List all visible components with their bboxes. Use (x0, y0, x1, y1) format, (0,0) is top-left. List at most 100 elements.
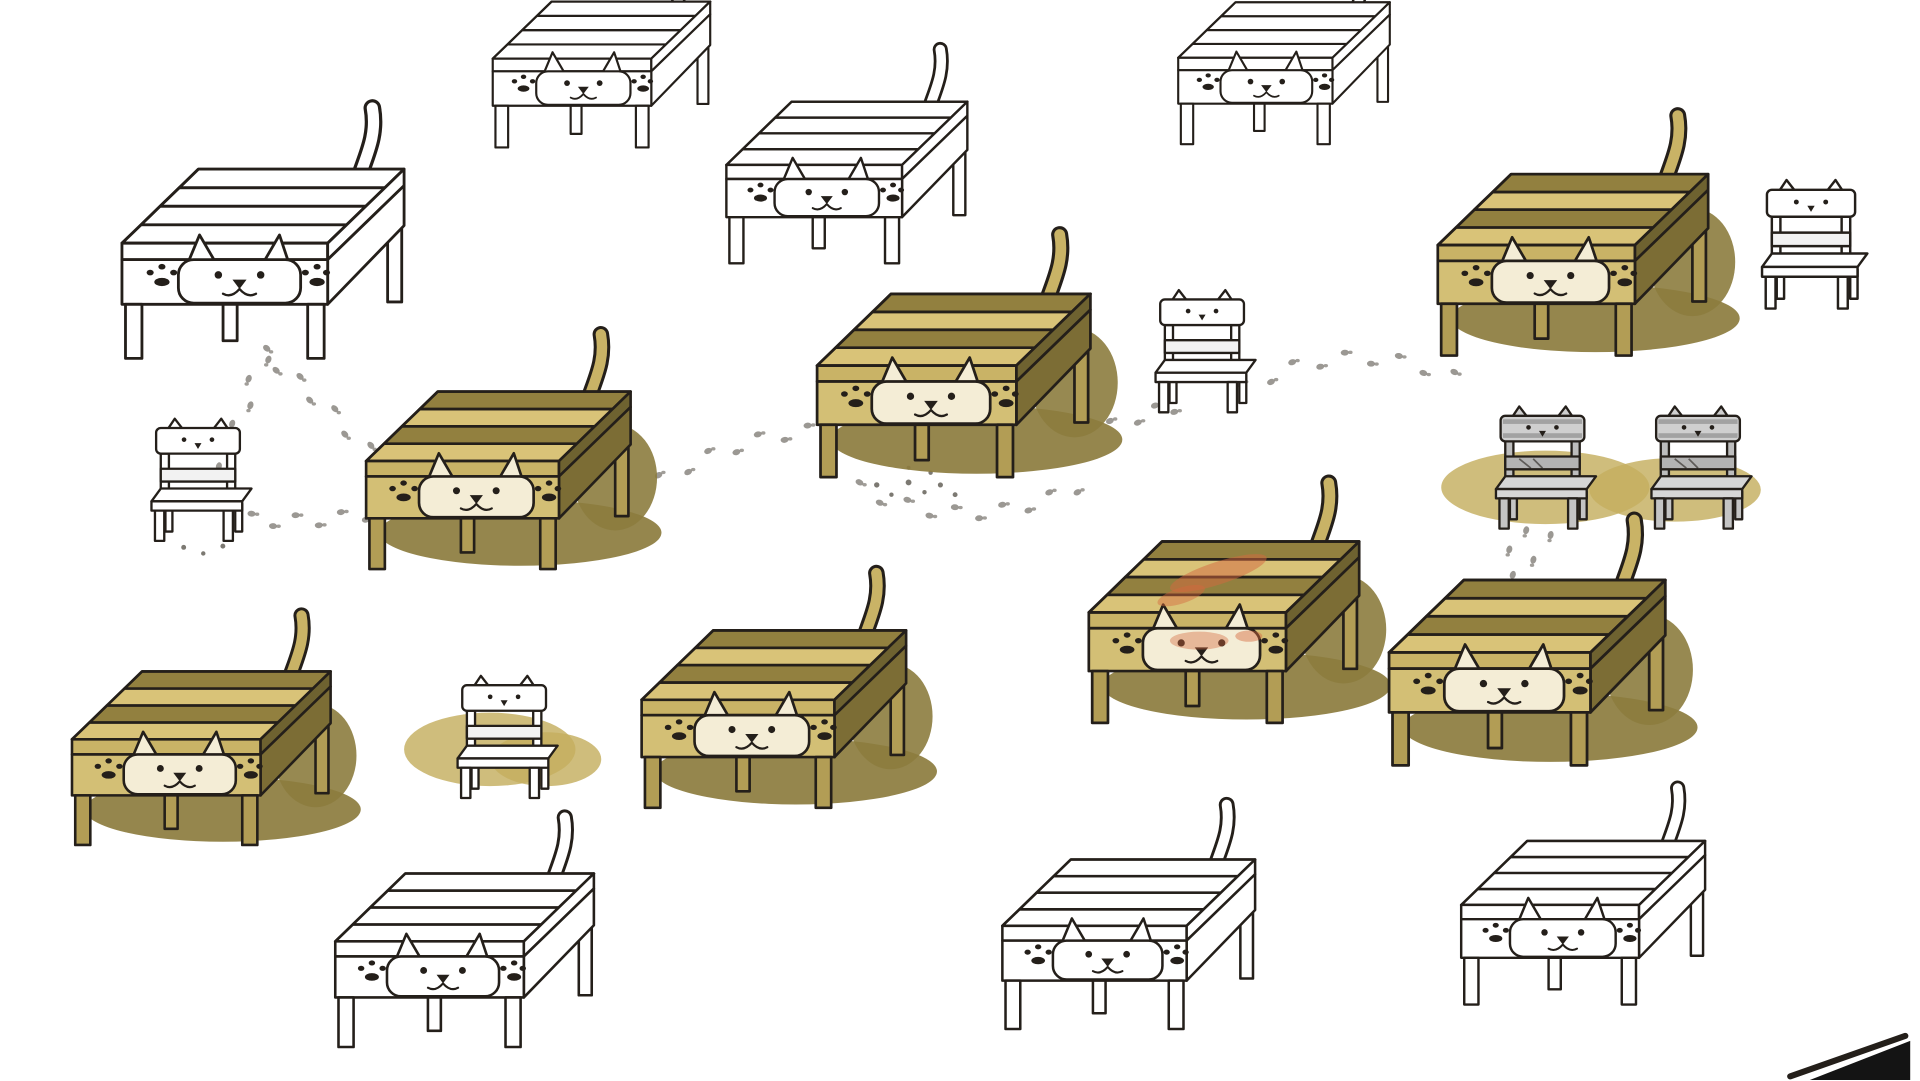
cat-mouth-icon (1091, 965, 1124, 974)
table-top (1177, 1, 1391, 59)
cat-nose-icon (173, 772, 187, 782)
cat-mouth-icon (1486, 696, 1522, 705)
table-leg (240, 794, 259, 847)
paw-cluster (389, 480, 562, 502)
paw-print-dot (247, 401, 254, 410)
table-leg (634, 104, 650, 149)
cat-nose-icon (1198, 314, 1206, 321)
cat-chair (1650, 405, 1753, 530)
paw-print-dot (780, 436, 789, 443)
table-edge (1387, 651, 1592, 671)
paw-print-trail (1105, 402, 1182, 426)
paw-cluster (146, 263, 331, 287)
cat-eye-icon (1526, 271, 1534, 280)
table-edge (70, 738, 262, 756)
paw-print-dot (1506, 545, 1513, 554)
chair-head-rail (461, 684, 548, 712)
cat-eye-icon (1577, 929, 1585, 936)
chair-leg (153, 509, 166, 543)
paw-cluster (511, 74, 654, 92)
cat-eye-icon (768, 726, 776, 734)
cat-eye-icon (1279, 78, 1286, 85)
cat-mouth-icon (426, 982, 460, 991)
paw-cluster (1112, 632, 1289, 654)
paw-cluster (1196, 73, 1335, 90)
table-leg (1439, 302, 1459, 357)
cat-eye-icon (420, 967, 428, 974)
paw-cluster (841, 385, 1019, 408)
chair-leg (528, 766, 541, 800)
chair-seat (1650, 475, 1753, 491)
cat-nose-icon (577, 86, 589, 94)
table-top (333, 872, 596, 943)
table-leg (538, 517, 557, 571)
chair-slat (1504, 455, 1581, 471)
cat-mouth-icon (1184, 655, 1219, 664)
paw-print-dot (229, 419, 236, 428)
cat-nose-icon (820, 196, 833, 205)
table-leg (814, 755, 833, 810)
cat-eye-icon (487, 694, 493, 700)
paw-print-dot (272, 366, 280, 374)
cat-table (1177, 0, 1391, 146)
paw-print-dot (268, 523, 278, 530)
cat-nose-icon (1694, 430, 1702, 437)
table-leg (368, 517, 387, 571)
paw-print-dot (1419, 369, 1428, 377)
cat-table (725, 41, 969, 265)
paw-print-dot (265, 355, 272, 364)
paw-print-dot (1450, 368, 1459, 376)
chair-leg (222, 509, 235, 543)
table-leg (1620, 956, 1638, 1006)
cat-chair (150, 417, 253, 543)
cat-eye-icon (1085, 950, 1093, 958)
table-leg (306, 302, 326, 360)
cat-eye-icon (156, 764, 164, 772)
cat-nose-icon (1539, 430, 1546, 437)
cat-chair (1154, 288, 1257, 414)
cat-mouth-icon (163, 780, 196, 789)
cat-mouth-icon (459, 502, 493, 511)
cat-table (70, 607, 361, 847)
paw-print-dot (998, 501, 1007, 508)
paw-cluster (747, 182, 905, 202)
paw-cluster (357, 960, 526, 981)
cat-mouth-icon (811, 203, 842, 211)
chair-slat (1659, 455, 1737, 471)
cat-eye-icon (1218, 639, 1226, 647)
paw-print-dot (704, 447, 713, 455)
cat-eye-icon (1479, 679, 1488, 688)
table-edge (120, 241, 330, 262)
cat-nose-icon (232, 279, 247, 290)
cat-eye-icon (214, 271, 223, 279)
table-edge (333, 940, 526, 958)
cat-eye-icon (1567, 271, 1575, 280)
cat-eye-icon (181, 437, 187, 442)
paw-print-dot (803, 422, 812, 429)
paw-print-dot (245, 374, 252, 383)
cat-eye-icon (805, 188, 812, 196)
cat-chair (1760, 178, 1869, 310)
paw-print-trail (654, 422, 816, 479)
furniture-layer (70, 0, 1869, 1049)
chair-leg (1764, 275, 1777, 310)
table-leg (1463, 956, 1480, 1006)
paw-print-dot (753, 431, 762, 438)
paw-print-dot (1509, 570, 1516, 579)
cat-nose-icon (1807, 205, 1815, 212)
cat-nose-icon (469, 495, 483, 504)
paw-print-dot (314, 522, 323, 529)
cat-table (333, 809, 596, 1049)
paw-print-dot (341, 430, 349, 438)
cat-eye-icon (1247, 78, 1254, 85)
table-edge (1001, 924, 1188, 942)
paw-print-dot (684, 468, 692, 476)
cat-eye-icon (906, 392, 915, 400)
cat-nose-icon (1543, 280, 1558, 290)
table-leg (1167, 979, 1185, 1031)
chair-seat (1760, 252, 1869, 269)
cat-table (364, 326, 662, 571)
paw-print-dot (1267, 378, 1275, 386)
paw-print-dot (1288, 359, 1297, 366)
